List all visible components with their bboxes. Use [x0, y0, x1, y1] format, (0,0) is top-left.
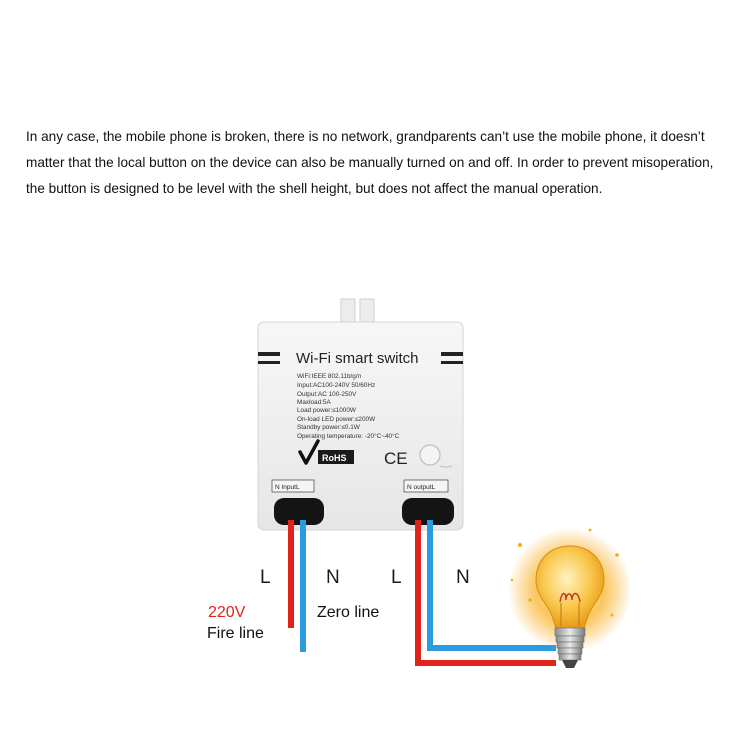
output-neutral-wire — [427, 520, 556, 651]
rohs-label: RoHS — [322, 453, 347, 463]
description-line-2: matter that the local button on the devi… — [26, 155, 714, 170]
left-neutral-label: N — [326, 567, 340, 588]
ce-mark: CE — [384, 449, 408, 468]
zero-line-label: Zero line — [317, 604, 379, 621]
output-live-wire — [415, 520, 556, 666]
input-terminal — [274, 498, 324, 525]
input-port: N InputL — [271, 479, 324, 525]
description-line-3: the button is designed to be level with … — [26, 181, 603, 196]
spec-line: On-load LED power:≤200W — [297, 416, 376, 423]
rohs-mark: RoHS — [298, 439, 354, 465]
manual-button[interactable] — [419, 444, 453, 468]
description-text: In any case, the mobile phone is broken,… — [26, 124, 746, 202]
spec-line: Operating temperature: -20°C~40°C — [297, 432, 400, 440]
right-neutral-label: N — [456, 567, 470, 588]
output-port: N outputL — [402, 479, 454, 525]
output-port-label: N outputL — [407, 484, 436, 491]
left-live-label: L — [260, 567, 271, 588]
checkmark-icon — [298, 439, 320, 465]
right-live-label: L — [391, 567, 402, 588]
device-title: Wi-Fi smart switch — [296, 350, 419, 367]
spec-line: Output:AC 100-250V — [297, 391, 357, 398]
description-line-1: In any case, the mobile phone is broken,… — [26, 129, 705, 144]
spec-line: Maxload:5A — [297, 399, 331, 406]
fire-line-label: Fire line — [207, 625, 264, 642]
input-port-label: N InputL — [275, 484, 300, 491]
switch-body — [257, 321, 464, 531]
spec-line: Input:AC100-240V 50/60Hz — [297, 382, 375, 389]
light-bulb-icon — [508, 528, 632, 668]
output-terminal — [402, 498, 454, 525]
spec-line: Standby power:≤0.1W — [297, 424, 361, 431]
spec-line: Load power:≤1000W — [297, 407, 357, 414]
voltage-label: 220V — [208, 604, 246, 621]
spec-list: WiFi:IEEE 802.11b/g/n Input:AC100-240V 5… — [297, 373, 400, 440]
spec-line: WiFi:IEEE 802.11b/g/n — [297, 373, 362, 380]
